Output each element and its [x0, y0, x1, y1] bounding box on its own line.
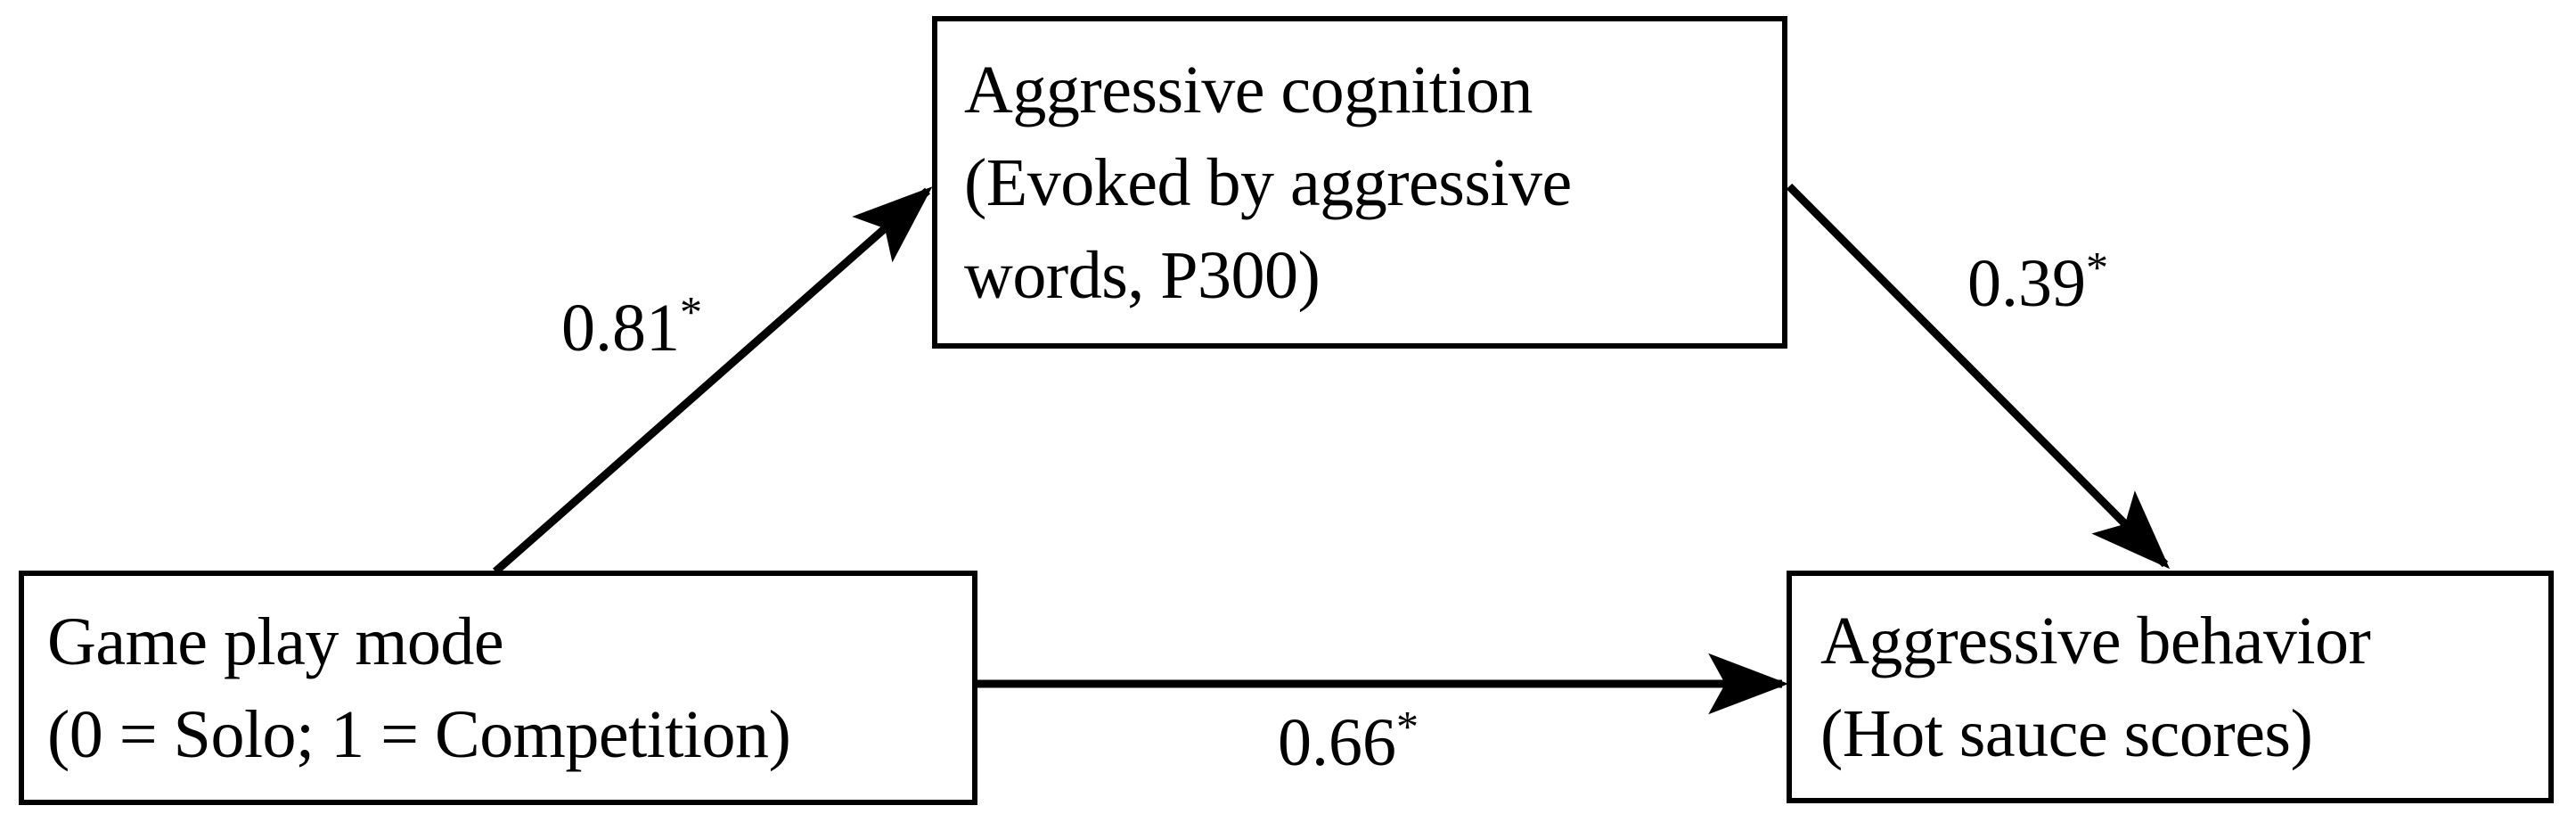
path-coefficient-c: 0.66: [1278, 705, 1396, 780]
path-label-b: 0.39*: [1967, 245, 2108, 317]
node-predictor-line-1: Game play mode: [47, 604, 504, 679]
node-predictor-line-2: (0 = Solo; 1 = Competition): [47, 696, 791, 772]
path-significance-b: *: [2086, 242, 2108, 292]
path-coefficient-a: 0.81: [561, 291, 680, 366]
path-arrow-b: [1786, 183, 2171, 570]
node-outcome-line-1: Aggressive behavior: [1820, 603, 2371, 678]
node-outcome: Aggressive behavior (Hot sauce scores): [1787, 571, 2554, 803]
path-label-c: 0.66*: [1278, 704, 1419, 777]
path-significance-c: *: [1396, 701, 1419, 752]
node-outcome-line-2: (Hot sauce scores): [1820, 695, 2313, 771]
node-mediator-line-1: Aggressive cognition: [964, 52, 1533, 127]
node-mediator: Aggressive cognition (Evoked by aggressi…: [932, 16, 1787, 349]
node-predictor: Game play mode (0 = Solo; 1 = Competitio…: [19, 571, 977, 805]
path-coefficient-b: 0.39: [1967, 246, 2086, 321]
node-mediator-line-2: (Evoked by aggressive: [964, 144, 1572, 220]
path-label-a: 0.81*: [561, 290, 702, 362]
path-arrow-a: [493, 186, 933, 575]
node-mediator-line-3: words, P300): [964, 237, 1321, 313]
path-significance-a: *: [680, 286, 702, 337]
